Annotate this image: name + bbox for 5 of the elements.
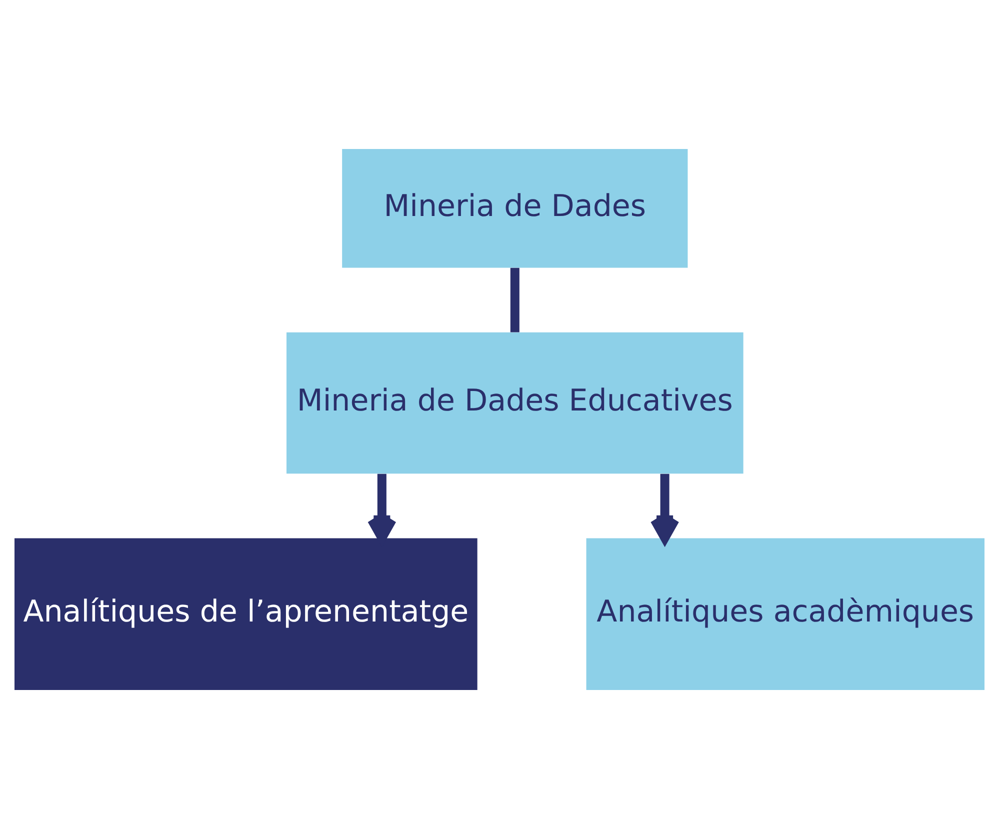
node-box: Analítiques acadèmiques: [586, 538, 984, 690]
node-box: Analítiques de l’aprenentatge: [14, 538, 478, 690]
connector: [510, 267, 520, 332]
node-box: Mineria de Dades Educatives: [286, 332, 744, 474]
node-box: Mineria de Dades: [342, 148, 688, 268]
